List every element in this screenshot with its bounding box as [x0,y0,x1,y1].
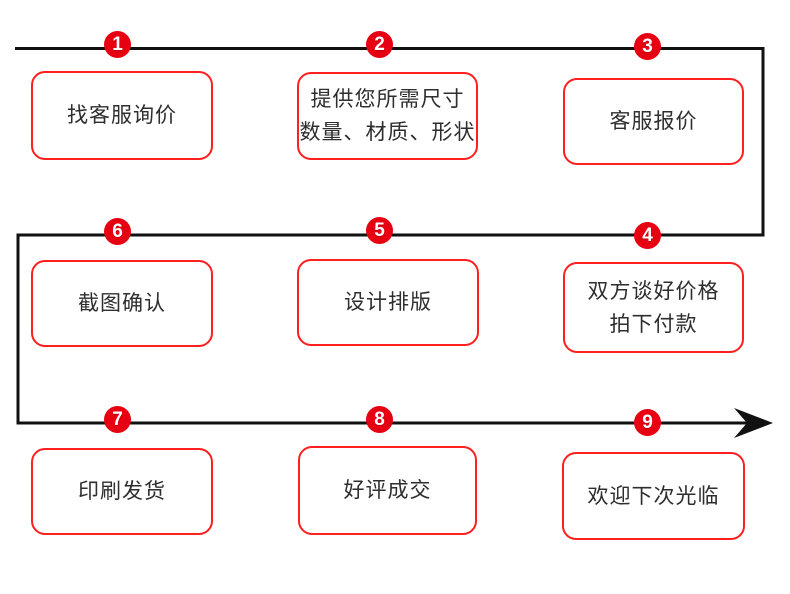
step-label: 拍下付款 [609,312,698,336]
step-label: 设计排版 [344,291,432,314]
step-number: 7 [112,408,123,430]
step-label: 找客服询价 [67,104,177,127]
step-number: 8 [374,408,385,430]
step-label: 截图确认 [78,292,166,315]
step-circle-6: 6 [104,218,131,245]
step-number: 1 [112,33,123,55]
step-label: 客服报价 [609,110,698,133]
step-box-6: 截图确认 [31,260,213,347]
step-circle-1: 1 [104,31,131,58]
step-label: 欢迎下次光临 [587,484,720,508]
step-box-4: 双方谈好价格 拍下付款 [563,262,744,353]
step-circle-2: 2 [366,31,393,58]
step-number: 9 [642,411,653,433]
step-number: 6 [112,220,123,242]
arrowhead-icon [734,408,773,438]
step-label: 印刷发货 [78,480,166,503]
step-number: 5 [374,219,385,241]
step-circle-4: 4 [634,222,661,249]
step-circle-5: 5 [366,217,393,244]
step-box-2: 提供您所需尺寸 数量、材质、形状 [297,72,478,160]
step-box-8: 好评成交 [298,446,477,535]
step-box-1: 找客服询价 [31,71,213,160]
step-label: 双方谈好价格 [587,279,720,303]
step-box-7: 印刷发货 [31,448,213,535]
step-box-5: 设计排版 [297,259,479,346]
step-circle-3: 3 [634,33,661,60]
step-label: 数量、材质、形状 [299,121,476,144]
step-circle-9: 9 [634,409,661,436]
step-label: 好评成交 [343,479,432,502]
step-label: 提供您所需尺寸 [310,88,465,111]
step-box-3: 客服报价 [563,78,744,165]
step-circle-8: 8 [366,406,393,433]
step-number: 4 [642,224,653,246]
step-box-9: 欢迎下次光临 [562,452,745,540]
step-circle-7: 7 [104,406,131,433]
step-number: 2 [374,33,385,55]
step-number: 3 [642,35,653,57]
